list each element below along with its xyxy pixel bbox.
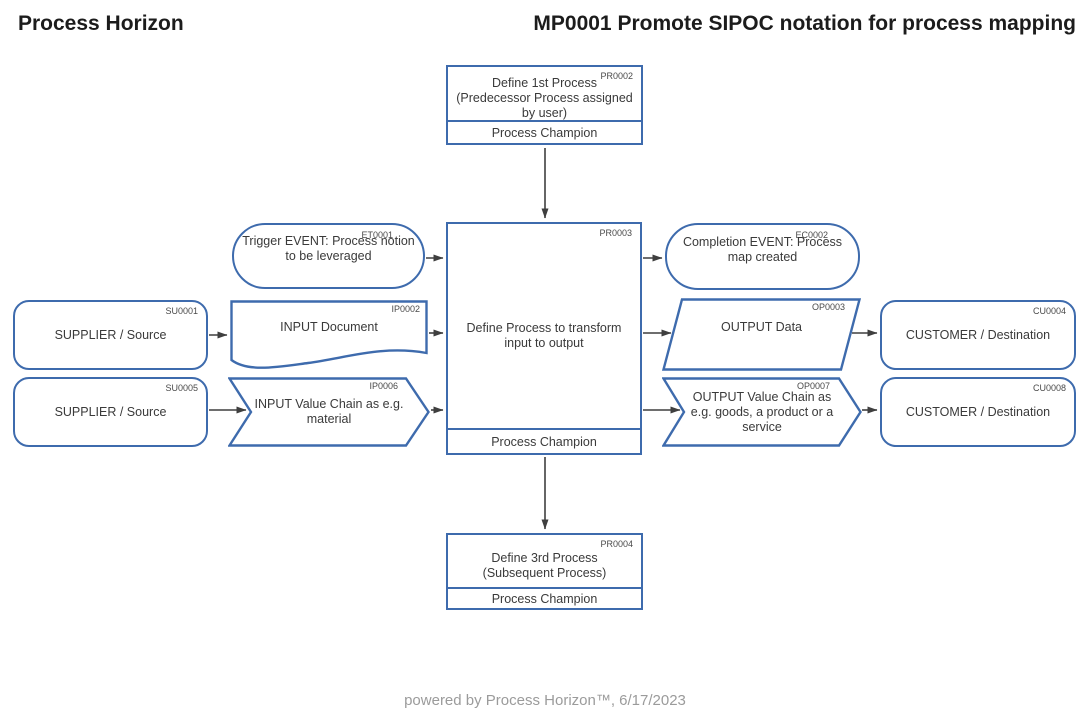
chevron-shape — [662, 377, 862, 447]
footer-credit: powered by Process Horizon™, 6/17/2023 — [404, 692, 686, 709]
node-code: PR0004 — [600, 539, 633, 549]
node-completion-event[interactable]: EC0002 Completion EVENT: Process map cre… — [665, 223, 860, 290]
node-input-document[interactable]: IP0002 INPUT Document — [230, 300, 428, 372]
process-box: PR0002 Define 1st Process (Predecessor P… — [446, 65, 643, 122]
node-customer-1[interactable]: CU0004 CUSTOMER / Destination — [880, 300, 1076, 370]
node-label: Completion EVENT: Process map created — [682, 234, 843, 264]
process-owner: Process Champion — [446, 120, 643, 145]
diagram-title: MP0001 Promote SIPOC notation for proces… — [533, 12, 1076, 35]
node-subsequent-process[interactable]: PR0004 Define 3rd Process (Subsequent Pr… — [446, 533, 643, 610]
process-box: PR0004 Define 3rd Process (Subsequent Pr… — [446, 533, 643, 589]
process-owner: Process Champion — [446, 587, 643, 610]
parallelogram-shape — [662, 298, 861, 371]
node-label: INPUT Document — [280, 319, 378, 334]
node-supplier-2[interactable]: SU0005 SUPPLIER / Source — [13, 377, 208, 447]
node-label: Trigger EVENT: Process notion to be leve… — [242, 234, 415, 263]
node-label: OUTPUT Data — [720, 320, 803, 334]
node-code: SU0001 — [165, 306, 198, 316]
node-label: CUSTOMER / Destination — [905, 327, 1051, 342]
node-code: ET0001 — [361, 230, 393, 240]
node-code: EC0002 — [795, 230, 828, 240]
node-customer-2[interactable]: CU0008 CUSTOMER / Destination — [880, 377, 1076, 447]
node-code: IP0006 — [369, 381, 398, 391]
process-owner: Process Champion — [446, 428, 642, 455]
node-predecessor-process[interactable]: PR0002 Define 1st Process (Predecessor P… — [446, 65, 643, 145]
node-code: OP0007 — [796, 381, 830, 391]
node-code: IP0002 — [391, 304, 420, 314]
node-input-value-chain[interactable]: IP0006 INPUT Value Chain as e.g. materia… — [228, 377, 430, 447]
node-code: SU0005 — [165, 383, 198, 393]
node-code: OP0003 — [811, 302, 845, 312]
node-code: CU0004 — [1032, 306, 1066, 316]
node-output-value-chain[interactable]: OP0007 OUTPUT Value Chain as e.g. goods,… — [662, 377, 862, 447]
node-supplier-1[interactable]: SU0001 SUPPLIER / Source — [13, 300, 208, 370]
node-label: Define 3rd Process (Subsequent Process) — [482, 551, 607, 580]
node-label: CUSTOMER / Destination — [905, 404, 1051, 419]
node-label: Define 1st Process (Predecessor Process … — [456, 76, 633, 120]
node-output-data[interactable]: OP0003 OUTPUT Data — [662, 298, 861, 371]
node-trigger-event[interactable]: ET0001 Trigger EVENT: Process notion to … — [232, 223, 425, 289]
document-shape — [230, 300, 428, 369]
node-code: PR0003 — [599, 228, 632, 238]
node-label: Define Process to transform input to out… — [466, 321, 622, 350]
node-central-process[interactable]: PR0003 Define Process to transform input… — [446, 222, 642, 455]
node-label: SUPPLIER / Source — [54, 327, 167, 342]
app-title: Process Horizon — [18, 12, 184, 35]
node-code: PR0002 — [600, 71, 633, 81]
node-label: INPUT Value Chain as e.g. material — [254, 397, 404, 426]
node-label: OUTPUT Value Chain as e.g. goods, a prod… — [690, 389, 834, 434]
chevron-shape — [228, 377, 430, 447]
node-code: CU0008 — [1032, 383, 1066, 393]
node-label: SUPPLIER / Source — [54, 404, 167, 419]
process-box: PR0003 Define Process to transform input… — [446, 222, 642, 430]
